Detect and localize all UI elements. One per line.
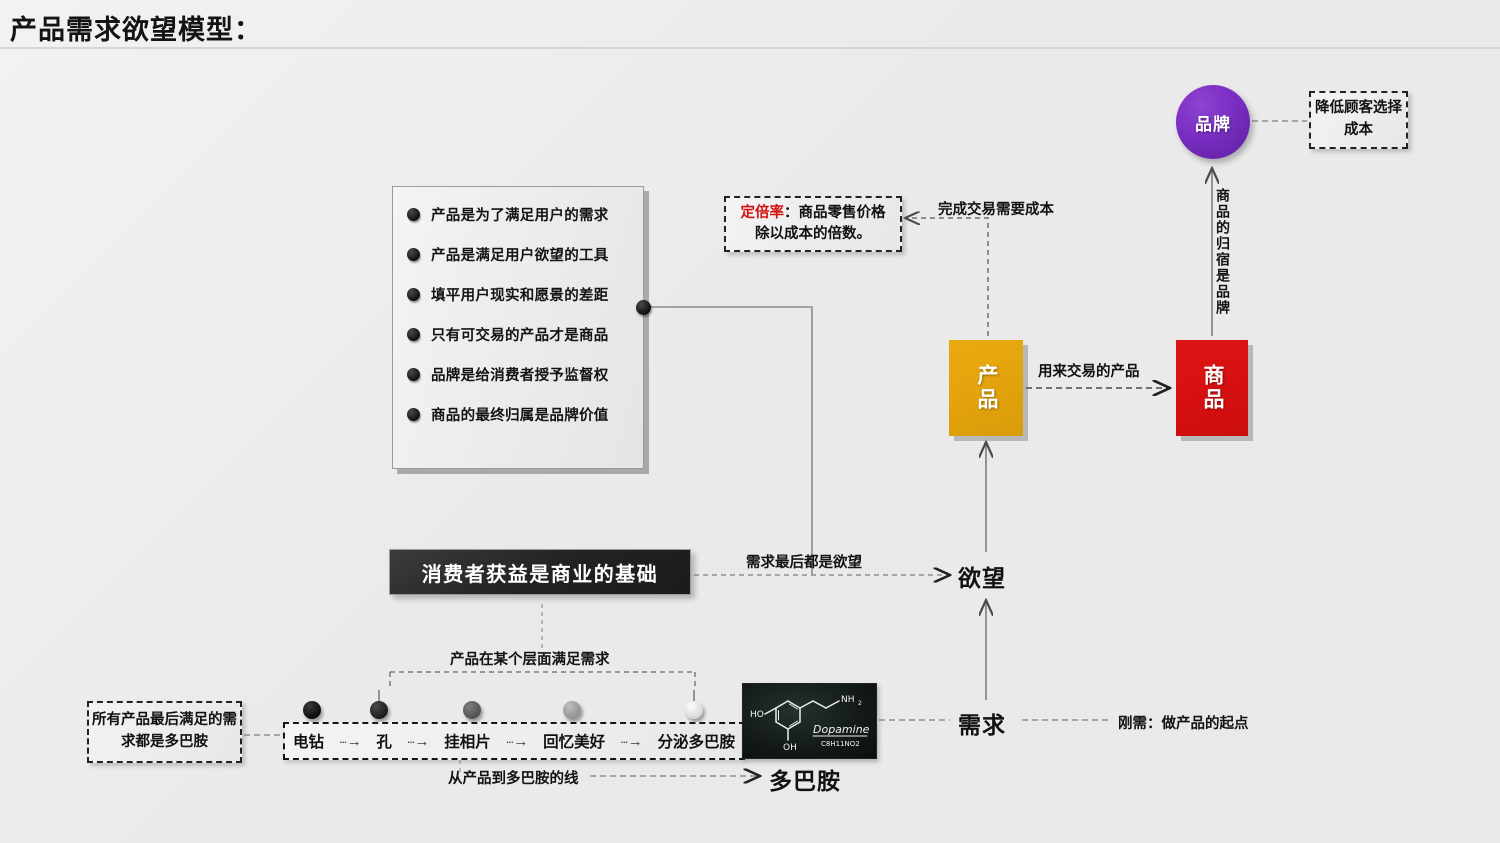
markup-rate-note: 定倍率：商品零售价格除以成本的倍数。: [724, 196, 902, 252]
hydroxyl-bottom-label: OH: [783, 743, 797, 753]
amine-group-label: NH: [841, 695, 855, 705]
chain-node-ball-1: [303, 701, 321, 719]
principle-text: 商品的最终归属是品牌价值: [431, 408, 609, 424]
all-products-dopamine-note: 所有产品最后满足的需求都是多巴胺: [87, 701, 242, 763]
bullet-dot-icon: [407, 288, 420, 301]
brand-benefit-note: 降低顾客选择成本: [1309, 91, 1408, 149]
dopamine-chain-strip: 电钻 ··· 孔 ··· 挂相片 ··· 回忆美好 ··· 分泌多巴胺: [283, 722, 745, 760]
chain-step-2: 孔: [376, 734, 392, 751]
principle-text: 填平用户现实和愿景的差距: [431, 288, 609, 304]
markup-rate-term: 定倍率: [740, 204, 785, 221]
title-divider: [0, 47, 1500, 49]
markup-rate-definition: ：商品零售价格除以成本的倍数。: [755, 204, 886, 242]
principle-text: 产品是为了满足用户的需求: [431, 208, 609, 224]
node-need: 需求: [958, 712, 1006, 738]
consumer-benefit-banner: 消费者获益是商业的基础: [389, 549, 691, 595]
page-title: 产品需求欲望模型：: [10, 15, 262, 45]
dopamine-molecule-image: NH 2 HO OH Dopamine C8H11NO2: [742, 683, 877, 759]
chain-node-ball-5: [685, 701, 703, 719]
dopamine-structure-icon: NH 2 HO OH Dopamine C8H11NO2: [750, 695, 870, 753]
edge-label-brand-home: 商品的归宿是品牌: [1215, 188, 1231, 316]
principle-text: 品牌是给消费者授予监督权: [431, 368, 609, 384]
chain-node-ball-3: [463, 701, 481, 719]
dopamine-name-label: Dopamine: [813, 723, 870, 736]
list-item: 品牌是给消费者授予监督权: [407, 364, 633, 385]
hydroxyl-left-label: HO: [750, 710, 764, 720]
bullet-dot-icon: [407, 328, 420, 341]
node-dopamine: 多巴胺: [769, 768, 841, 794]
principle-text: 产品是满足用户欲望的工具: [431, 248, 609, 264]
chain-arrow-icon: ···: [620, 733, 643, 750]
chain-arrow-icon: ···: [407, 733, 430, 750]
edge-label-trade-product: 用来交易的产品: [1038, 364, 1140, 380]
consumer-benefit-text: 消费者获益是商业的基础: [421, 563, 659, 586]
svg-text:2: 2: [858, 700, 862, 707]
bullet-dot-icon: [407, 208, 420, 221]
bullet-dot-icon: [407, 368, 420, 381]
list-item: 商品的最终归属是品牌价值: [407, 404, 633, 425]
chain-step-1: 电钻: [293, 734, 325, 751]
bullet-dot-icon: [407, 248, 420, 261]
node-brand: 品牌: [1176, 85, 1250, 159]
panel-connector-dot-icon: [636, 300, 651, 315]
node-goods-label: 商品: [1201, 364, 1224, 412]
chain-arrow-icon: ···: [505, 733, 528, 750]
edge-label-line-to-dopamine: 从产品到多巴胺的线: [448, 771, 579, 787]
chain-step-4: 回忆美好: [543, 734, 606, 751]
edge-label-rigid-need: 刚需：做产品的起点: [1118, 716, 1249, 732]
list-item: 填平用户现实和愿景的差距: [407, 284, 633, 305]
dopamine-formula-label: C8H11NO2: [821, 740, 860, 748]
node-brand-label: 品牌: [1195, 114, 1231, 134]
chain-step-3: 挂相片: [444, 734, 491, 751]
edge-label-need-to-want: 需求最后都是欲望: [746, 555, 862, 571]
list-item: 只有可交易的产品才是商品: [407, 324, 633, 345]
edge-label-trade-cost: 完成交易需要成本: [938, 202, 1054, 218]
bullet-dot-icon: [407, 408, 420, 421]
chain-node-ball-4: [563, 701, 581, 719]
principles-panel: 产品是为了满足用户的需求 产品是满足用户欲望的工具 填平用户现实和愿景的差距 只…: [392, 186, 644, 469]
node-product: 产品: [949, 340, 1023, 436]
node-product-label: 产品: [975, 364, 998, 412]
edge-label-satisfy-layer: 产品在某个层面满足需求: [450, 652, 610, 668]
chain-node-ball-2: [370, 701, 388, 719]
list-item: 产品是满足用户欲望的工具: [407, 244, 633, 265]
node-want: 欲望: [958, 565, 1006, 591]
principle-text: 只有可交易的产品才是商品: [431, 328, 609, 344]
chain-arrow-icon: ···: [339, 733, 362, 750]
list-item: 产品是为了满足用户的需求: [407, 204, 633, 225]
node-goods: 商品: [1176, 340, 1248, 436]
chain-step-5: 分泌多巴胺: [657, 734, 735, 751]
